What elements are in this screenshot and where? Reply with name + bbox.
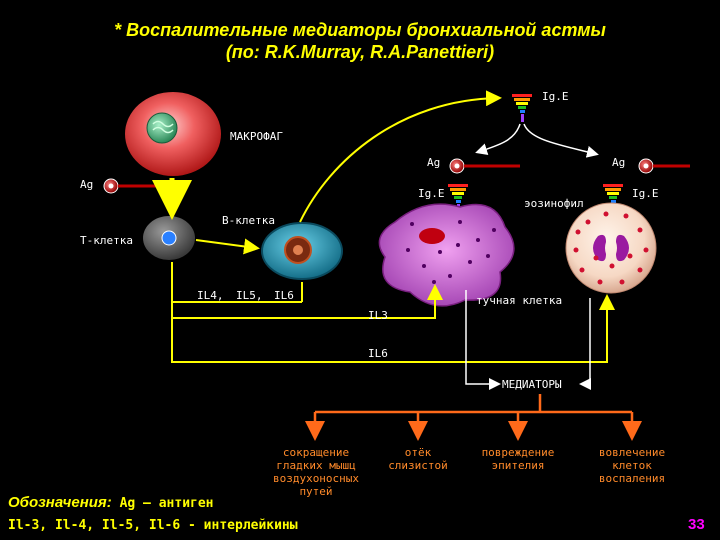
label-ag-left: Ag [80,178,94,191]
eosinophil-cell [565,202,657,294]
title-line-2: (по: R.K.Murray, R.A.Panettieri) [225,42,495,62]
effect-mucosal-edema: отёк слизистой [388,446,448,472]
white-arrows [465,123,599,390]
antigen-right [638,158,690,174]
page-number: 33 [688,516,705,533]
effect-smooth-muscle: сокращение гладких мышц воздухоносных пу… [272,446,360,498]
effects-tree [305,394,642,441]
title-line-1: * Воспалительные медиаторы бронхиальной … [114,20,606,40]
effect-epithelium-damage: повреждение эпителия [481,446,555,472]
label-il4: IL4, [197,289,224,302]
mast-cell [378,203,515,307]
label-il3: IL3 [368,309,388,322]
ige-antibody-top [512,94,532,122]
legend-antigen: Ag – антиген [111,496,214,511]
label-b-cell: В-клетка [222,214,275,227]
label-ige-top: Ig.E [542,90,569,103]
label-il5: IL5, [236,289,263,302]
label-ige-mid: Ig.E [418,187,445,200]
label-eosinophil: эозинофил [524,197,584,210]
b-cell [261,222,343,280]
label-ige-right: Ig.E [632,187,659,200]
effect-inflammatory-cells: вовлечение клеток воспаления [598,446,666,485]
label-il6-a: IL6 [274,289,294,302]
macrophage-nucleus [146,112,178,144]
legend-line-1: Обозначения: Ag – антиген [8,494,214,511]
yellow-arrows [152,90,615,363]
label-mediators: МЕДИАТОРЫ [502,378,562,391]
antigen-mid [449,158,520,174]
label-mast-cell: тучная клетка [476,294,563,307]
t-cell [143,216,195,260]
label-ag-right: Ag [612,156,626,169]
label-macrophage: МАКРОФАГ [230,130,283,143]
legend-prefix: Обозначения: [8,494,112,511]
label-il6-b: IL6 [368,347,388,360]
label-ag-mid: Ag [427,156,441,169]
label-t-cell: Т-клетка [80,234,133,247]
legend-line-2: Il-3, Il-4, Il-5, Il-6 - интерлейкины [8,518,298,533]
macrophage-cell [125,92,221,176]
antigen-left [103,178,162,194]
